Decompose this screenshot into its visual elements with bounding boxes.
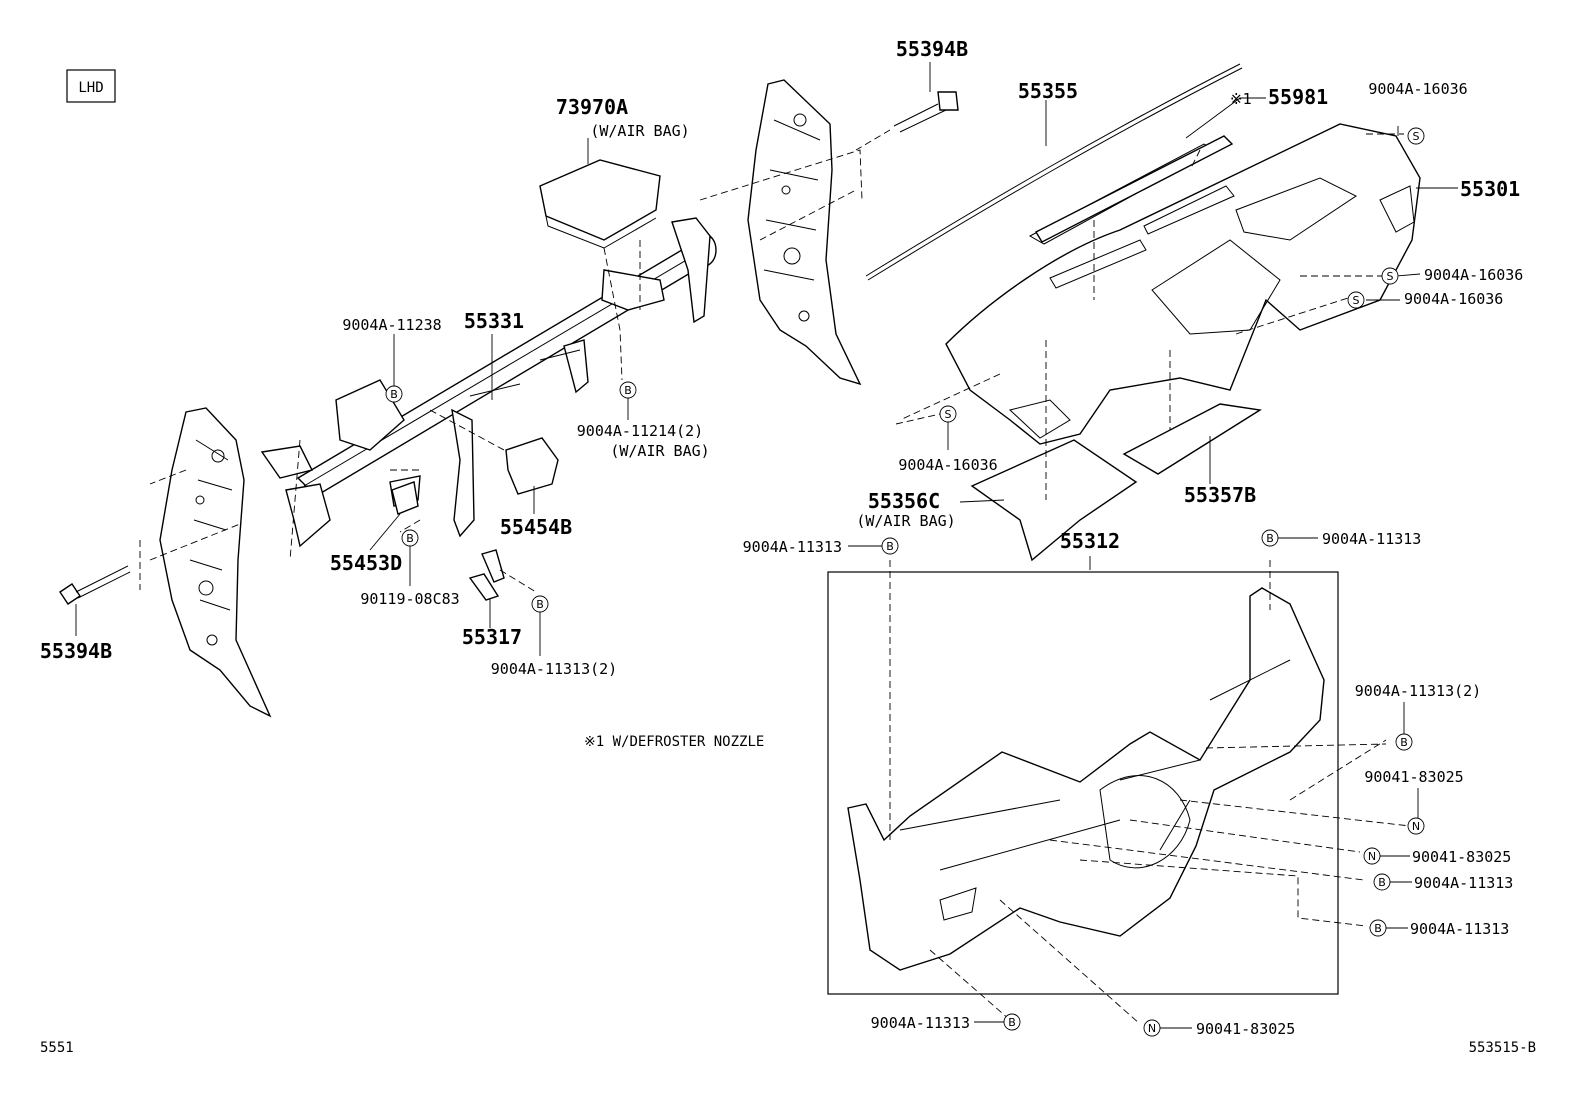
label-55453D: 55453D <box>330 551 402 575</box>
label-55355: 55355 <box>1018 79 1078 103</box>
n-symbol-a: N <box>1407 817 1425 835</box>
s-symbol-bottom: S <box>939 405 957 423</box>
b-symbol-08C83: B <box>401 529 419 547</box>
defroster-nozzle <box>1035 135 1234 243</box>
svg-text:N: N <box>1148 1022 1156 1035</box>
fastener-labels: 9004A-16036 9004A-16036 9004A-16036 9004… <box>342 80 1523 1038</box>
label-16036-bottom: 9004A-16036 <box>898 456 997 474</box>
left-side-bracket <box>159 407 272 718</box>
b-symbol-d: B <box>1369 919 1387 937</box>
b-symbol-11214: B <box>619 381 637 399</box>
s-symbol-r1: S <box>1381 267 1399 285</box>
svg-text:B: B <box>390 388 398 401</box>
footer-right-code: 553515-B <box>1469 1040 1536 1056</box>
upper-dash-panel <box>945 123 1421 445</box>
label-08C83: 90119-08C83 <box>360 590 459 608</box>
label-11238: 9004A-11238 <box>342 316 441 334</box>
bolt-left <box>59 565 131 605</box>
svg-text:B: B <box>886 540 894 553</box>
label-11313-c: 9004A-11313 <box>1414 874 1513 892</box>
b-symbol-11238: B <box>385 385 403 403</box>
b-symbol-box-tl: B <box>881 537 899 555</box>
svg-text:S: S <box>945 408 952 421</box>
svg-text:N: N <box>1412 820 1420 833</box>
label-55312: 55312 <box>1060 529 1120 553</box>
label-55356C-note: (W/AIR BAG) <box>856 512 955 530</box>
svg-text:B: B <box>1378 876 1386 889</box>
b-symbol-bottom: B <box>1003 1013 1021 1031</box>
lhd-label: LHD <box>78 80 103 96</box>
label-55394B-left: 55394B <box>40 639 112 663</box>
label-55331: 55331 <box>464 309 524 333</box>
label-83025-a: 90041-83025 <box>1364 768 1463 786</box>
b-symbol-11313-2-right: B <box>1395 733 1413 751</box>
label-11313-bottom: 9004A-11313 <box>871 1014 970 1032</box>
s-symbol-top: S <box>1407 127 1425 145</box>
n-symbol-bottom: N <box>1143 1019 1161 1037</box>
svg-text:B: B <box>624 384 632 397</box>
lhd-box <box>66 69 116 103</box>
n-symbol-b: N <box>1363 847 1381 865</box>
svg-text:B: B <box>1400 736 1408 749</box>
assembly-box-55312 <box>827 571 1339 995</box>
label-16036-r2: 9004A-16036 <box>1404 290 1503 308</box>
svg-text:N: N <box>1368 850 1376 863</box>
pad-55357B <box>1122 403 1262 475</box>
steering-support-beam <box>260 217 717 548</box>
label-11313-d: 9004A-11313 <box>1410 920 1509 938</box>
svg-text:S: S <box>1413 130 1420 143</box>
label-55394B-top: 55394B <box>896 37 968 61</box>
defroster-footnote: ※1 W/DEFROSTER NOZZLE <box>584 734 764 750</box>
label-11214-note: (W/AIR BAG) <box>610 442 709 460</box>
airbag-module <box>539 159 661 249</box>
svg-text:B: B <box>1374 922 1382 935</box>
b-symbol-11313-2-left: B <box>531 595 549 613</box>
label-83025-b: 90041-83025 <box>1412 848 1511 866</box>
label-16036-top: 9004A-16036 <box>1368 80 1467 98</box>
fastener-symbols: S S S S B B B B B B B N N B B B N <box>385 127 1425 1037</box>
label-55317: 55317 <box>462 625 522 649</box>
label-11214: 9004A-11214(2) <box>577 422 703 440</box>
label-55357B: 55357B <box>1184 483 1256 507</box>
b-symbol-c: B <box>1373 873 1391 891</box>
clip-55317 <box>468 549 505 601</box>
bracket-55454B <box>505 437 559 495</box>
svg-text:B: B <box>406 532 414 545</box>
label-55301: 55301 <box>1460 177 1520 201</box>
svg-text:B: B <box>1266 532 1274 545</box>
svg-text:S: S <box>1353 294 1360 307</box>
label-73970A: 73970A <box>556 95 628 119</box>
bracket-55453D <box>391 481 419 515</box>
footer-left-code: 5551 <box>40 1040 74 1056</box>
label-55981-mark: ※1 <box>1230 90 1252 108</box>
label-16036-r1: 9004A-16036 <box>1424 266 1523 284</box>
b-symbol-box-tr: B <box>1261 529 1279 547</box>
label-83025-bottom: 90041-83025 <box>1196 1020 1295 1038</box>
dashed-reference-lines <box>139 129 1411 1025</box>
leader-lines <box>75 62 1458 1029</box>
lower-instrument-panel <box>847 587 1325 971</box>
label-11313-box-tr: 9004A-11313 <box>1322 530 1421 548</box>
label-11313-box-tl: 9004A-11313 <box>743 538 842 556</box>
svg-text:S: S <box>1387 270 1394 283</box>
svg-text:B: B <box>536 598 544 611</box>
part-labels: 55394B 73970A (W/AIR BAG) 55355 ※1 55981… <box>40 37 1520 663</box>
label-11313-2-right: 9004A-11313(2) <box>1355 682 1481 700</box>
label-55981: 55981 <box>1268 85 1328 109</box>
label-11313-2-left: 9004A-11313(2) <box>491 660 617 678</box>
bolt-top <box>893 91 959 133</box>
label-55356C: 55356C <box>868 489 940 513</box>
svg-text:B: B <box>1008 1016 1016 1029</box>
pad-55356C <box>970 439 1138 562</box>
right-side-bracket <box>747 79 862 386</box>
label-55454B: 55454B <box>500 515 572 539</box>
label-73970A-note: (W/AIR BAG) <box>590 122 689 140</box>
s-symbol-r2: S <box>1347 291 1365 309</box>
windshield-strip-55355 <box>865 63 1243 281</box>
